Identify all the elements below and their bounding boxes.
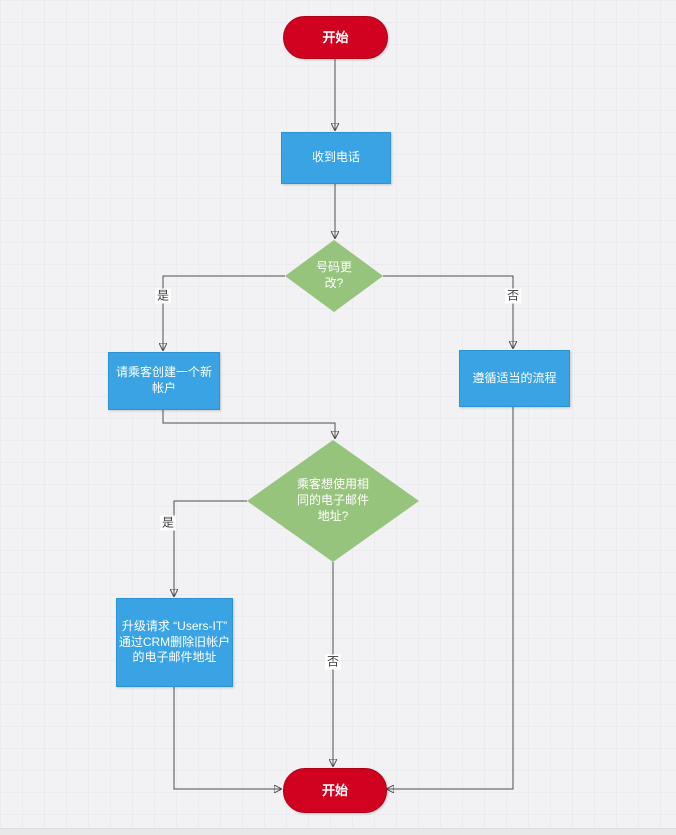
start-node[interactable]: 开始 xyxy=(283,16,388,59)
end-node-label: 开始 xyxy=(321,782,348,798)
edge-escalate-to-end xyxy=(173,685,282,789)
same-email-label: 乘客想使用相同的电子邮件地址? xyxy=(296,477,369,523)
create-account-label: 请乘客创建一个新帐户 xyxy=(115,365,212,395)
edge-label-number-changed-yes: 是 xyxy=(154,288,172,304)
edge-follow-process-to-end xyxy=(386,405,514,789)
edge-label-same-email-no: 否 xyxy=(324,654,342,670)
escalate-request-label: 升级请求 “Users-IT” 通过CRM删除旧帐户的电子邮件地址 xyxy=(118,618,231,665)
receive-call-node[interactable]: 收到电话 xyxy=(281,132,391,184)
follow-process-node[interactable]: 遵循适当的流程 xyxy=(459,350,570,407)
edge-number-changed-yes xyxy=(163,275,285,351)
edge-create-account-to-same-email xyxy=(162,408,335,439)
edge-label-number-changed-no: 否 xyxy=(504,288,522,304)
canvas-bottom-edge xyxy=(0,828,676,835)
edge-number-changed-no xyxy=(383,275,513,349)
number-changed-label: 号码更改? xyxy=(315,260,352,290)
start-node-label: 开始 xyxy=(322,29,349,45)
create-account-node[interactable]: 请乘客创建一个新帐户 xyxy=(108,352,220,410)
end-node[interactable]: 开始 xyxy=(283,768,387,813)
edge-same-email-yes xyxy=(174,500,247,597)
edge-label-same-email-yes: 是 xyxy=(159,515,177,531)
escalate-request-node[interactable]: 升级请求 “Users-IT” 通过CRM删除旧帐户的电子邮件地址 xyxy=(116,598,233,687)
receive-call-label: 收到电话 xyxy=(311,150,360,165)
follow-process-label: 遵循适当的流程 xyxy=(472,370,557,385)
